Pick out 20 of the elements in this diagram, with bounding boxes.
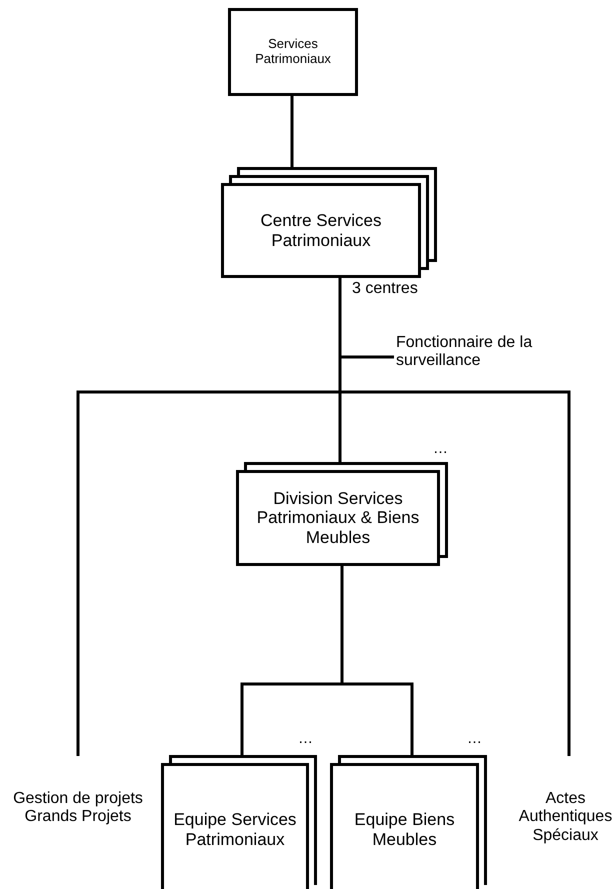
connector-line (340, 566, 414, 755)
org-unit-box (161, 763, 309, 889)
unit-label: Actes Authentiques Spéciaux (508, 756, 615, 876)
org-unit-box (236, 470, 440, 566)
org-unit-box (330, 763, 479, 889)
unit-note: … (298, 730, 313, 747)
unit-note: … (467, 730, 482, 747)
unit-name: Equipe Services Patrimoniaux (172, 810, 298, 850)
leader-line (341, 356, 394, 358)
org-unit-box (221, 183, 421, 278)
unit-label: Gestion de projets Grands Projets (8, 756, 148, 876)
unit-note: 3 centres (352, 280, 418, 298)
org-unit-box (228, 8, 358, 96)
unit-name: Division Services Patrimoniaux & Biens Meubles (256, 488, 420, 548)
unit-name: Centre Services Patrimoniaux (260, 210, 382, 250)
unit-name: Equipe Biens Meubles (353, 810, 456, 850)
connector-line (290, 96, 294, 167)
unit-name: Services Patrimoniaux (254, 37, 332, 67)
unit-note: … (433, 440, 448, 457)
unit-label: Fonctionnaire de la surveillance (396, 334, 586, 378)
